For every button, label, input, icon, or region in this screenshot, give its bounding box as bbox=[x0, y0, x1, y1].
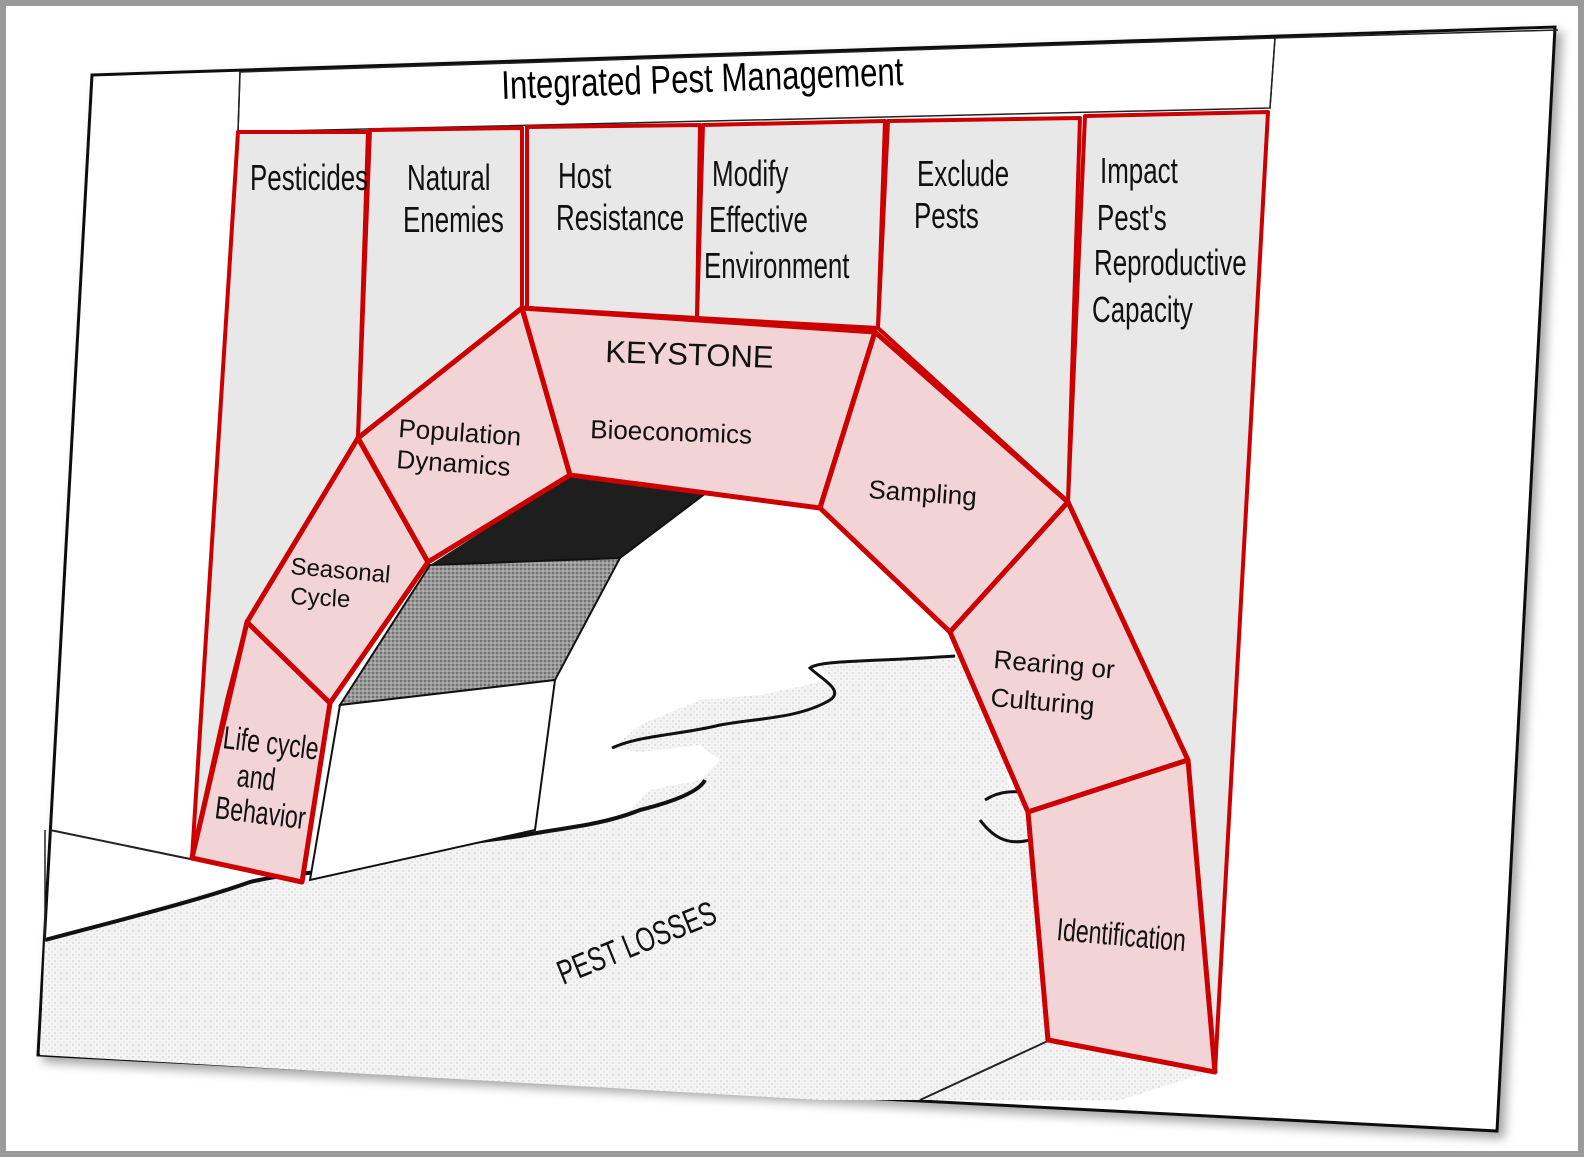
label-seasonal-2: Cycle bbox=[290, 583, 351, 613]
label-modify-2: Effective bbox=[709, 200, 808, 240]
label-modify-1: Modify bbox=[712, 154, 789, 194]
block-identification bbox=[1025, 757, 1218, 1075]
label-pesticides: Pesticides bbox=[250, 158, 368, 198]
label-modify-3: Environment bbox=[704, 246, 850, 286]
tunnel-floor bbox=[308, 678, 557, 882]
label-impact-4: Capacity bbox=[1092, 290, 1193, 330]
label-keystone: KEYSTONE bbox=[605, 334, 774, 375]
label-impact-2: Pest's bbox=[1097, 198, 1167, 238]
label-bioeconomics: Bioeconomics bbox=[590, 414, 753, 450]
riverbank-far bbox=[611, 654, 956, 750]
label-natural-enemies-1: Natural bbox=[407, 158, 491, 198]
river bbox=[40, 655, 1210, 1100]
label-natural-enemies-2: Enemies bbox=[403, 200, 504, 240]
label-impact-3: Reproductive bbox=[1094, 243, 1247, 283]
label-host-resistance-1: Host bbox=[558, 156, 612, 196]
label-exclude-2: Pests bbox=[914, 196, 979, 236]
label-life-cycle-2: and bbox=[235, 758, 277, 798]
label-exclude-1: Exclude bbox=[917, 154, 1009, 194]
label-host-resistance-2: Resistance bbox=[556, 198, 684, 238]
label-impact-1: Impact bbox=[1100, 151, 1178, 191]
